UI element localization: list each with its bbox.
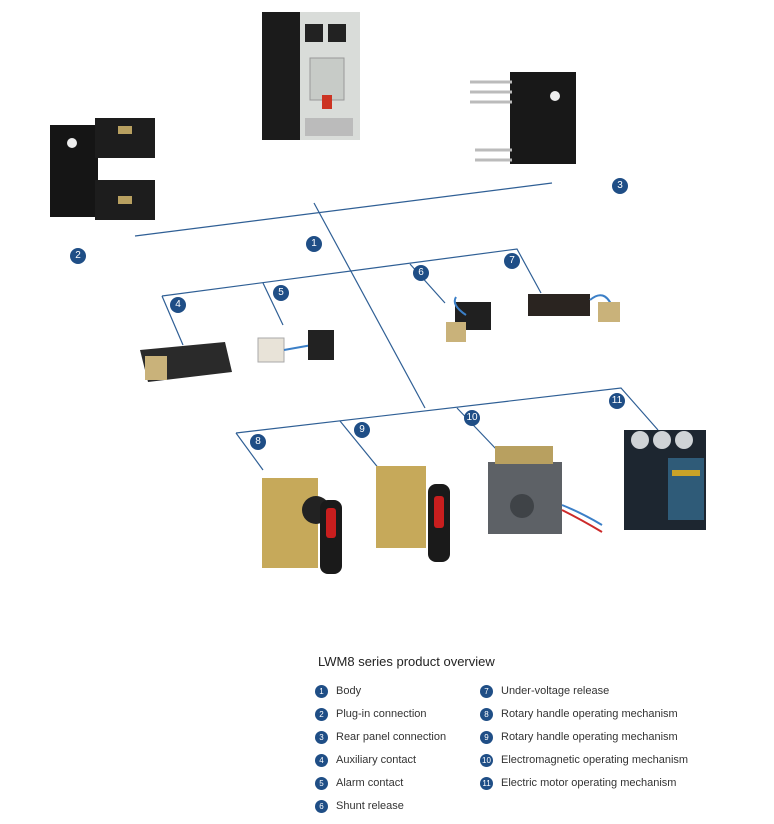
rotary-handle-mechanism-9-image xyxy=(376,466,450,562)
electric-motor-mechanism-image xyxy=(624,430,706,530)
alarm-contact-image xyxy=(257,330,334,363)
legend-number-badge: 3 xyxy=(315,730,328,744)
callout-badge-1: 1 xyxy=(306,236,322,252)
callout-badge-5: 5 xyxy=(273,285,289,301)
product-overview-diagram xyxy=(50,12,706,574)
legend-number-badge: 8 xyxy=(480,707,493,721)
callout-badge-7: 7 xyxy=(504,253,520,269)
legend-label: Electromagnetic operating mechanism xyxy=(501,754,689,766)
legend-number-badge: 1 xyxy=(315,684,328,698)
legend-label: Electric motor operating mechanism xyxy=(501,777,677,789)
legend-item-11: 11 Electric motor operating mechanism xyxy=(480,775,676,791)
legend-item-2: 2 Plug-in connection xyxy=(315,706,427,722)
legend-item-7: 7 Under-voltage release xyxy=(480,683,609,699)
callout-badge-11: 11 xyxy=(609,393,625,409)
callout-badge-10: 10 xyxy=(464,410,480,426)
legend-label: Under-voltage release xyxy=(501,685,610,697)
legend-item-5: 5 Alarm contact xyxy=(315,775,403,791)
under-voltage-release-image xyxy=(528,294,620,322)
legend-label: Rear panel connection xyxy=(336,731,447,743)
rotary-handle-mechanism-8-image xyxy=(262,478,342,574)
legend-item-4: 4 Auxiliary contact xyxy=(315,752,416,768)
legend-item-10: 10 Electromagnetic operating mechanism xyxy=(480,752,688,768)
callout-badge-6: 6 xyxy=(413,265,429,281)
legend-label: Plug-in connection xyxy=(336,708,427,720)
breaker-body-image xyxy=(262,12,360,140)
legend-label: Rotary handle operating mechanism xyxy=(501,731,678,743)
legend-number-badge: 7 xyxy=(480,684,493,698)
legend-item-1: 1 Body xyxy=(315,683,361,699)
legend-number-badge: 4 xyxy=(315,753,328,767)
connector-lines xyxy=(134,182,659,471)
shunt-release-image xyxy=(446,296,491,342)
callout-badge-2: 2 xyxy=(70,248,86,264)
rear-panel-connection-image xyxy=(470,72,576,164)
callout-badge-3: 3 xyxy=(612,178,628,194)
callout-badge-8: 8 xyxy=(250,434,266,450)
legend-number-badge: 11 xyxy=(480,776,493,790)
legend-title: LWM8 series product overview xyxy=(318,654,495,669)
electromagnetic-mechanism-image xyxy=(488,446,603,534)
plug-in-connection-image xyxy=(50,118,155,220)
legend-number-badge: 10 xyxy=(480,753,493,767)
callout-badge-9: 9 xyxy=(354,422,370,438)
legend-label: Rotary handle operating mechanism xyxy=(501,708,678,720)
legend-label: Body xyxy=(336,685,362,697)
legend-item-9: 9 Rotary handle operating mechanism xyxy=(480,729,678,745)
legend-item-3: 3 Rear panel connection xyxy=(315,729,446,745)
legend-number-badge: 2 xyxy=(315,707,328,721)
legend-number-badge: 6 xyxy=(315,799,328,813)
auxiliary-contact-image xyxy=(140,342,232,382)
legend-label: Alarm contact xyxy=(336,777,404,789)
legend-item-6: 6 Shunt release xyxy=(315,798,404,814)
legend-label: Auxiliary contact xyxy=(336,754,417,766)
legend-number-badge: 9 xyxy=(480,730,493,744)
callout-badge-4: 4 xyxy=(170,297,186,313)
legend-number-badge: 5 xyxy=(315,776,328,790)
legend-item-8: 8 Rotary handle operating mechanism xyxy=(480,706,678,722)
legend-label: Shunt release xyxy=(336,800,404,812)
